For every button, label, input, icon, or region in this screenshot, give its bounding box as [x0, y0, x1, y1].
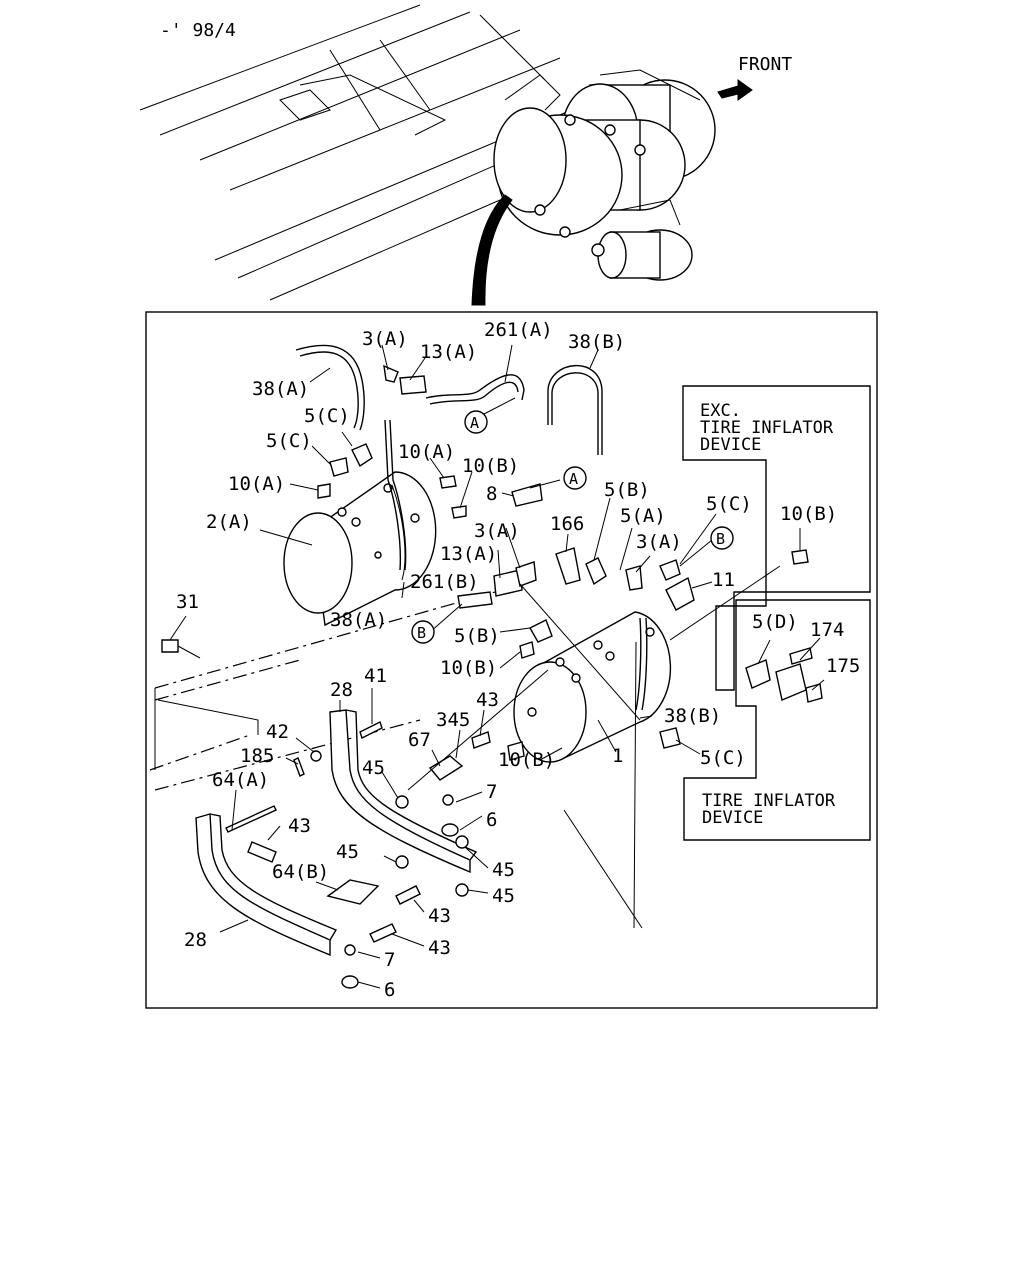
part-labels: 3(A) 13(A) 261(A) 38(B) 38(A) 5(C) 5(C) …	[176, 319, 860, 1001]
circle-a-top: A	[464, 410, 488, 434]
part-label: 5(C)	[266, 430, 312, 452]
part-label: 38(B)	[664, 705, 721, 727]
part-label: 10(B)	[780, 503, 837, 525]
tank-2a	[283, 471, 437, 627]
tire-box-line1: TIRE INFLATOR	[702, 791, 836, 811]
part-label: 43	[288, 815, 311, 837]
circle-b-left: B	[411, 620, 435, 644]
part-label: 10(B)	[462, 455, 519, 477]
part-label: 42	[266, 721, 289, 743]
part-label: 38(A)	[330, 609, 387, 631]
exc-box-outline	[682, 385, 871, 691]
svg-text:B: B	[417, 624, 426, 642]
part-label: 7	[486, 781, 497, 803]
part-label: 3(A)	[362, 328, 408, 350]
part-label: 10(A)	[228, 473, 285, 495]
hoses	[295, 344, 648, 711]
exc-box-line3: DEVICE	[700, 435, 761, 455]
part-label: 10(A)	[398, 441, 455, 463]
frame-overview	[139, 4, 611, 301]
part-label: 45	[492, 859, 515, 881]
part-label: 5(B)	[454, 625, 500, 647]
part-label: 5(C)	[304, 405, 350, 427]
part-label: 38(B)	[568, 331, 625, 353]
part-label: 43	[428, 905, 451, 927]
leader-lines	[169, 344, 825, 989]
part-label: 13(A)	[440, 543, 497, 565]
part-label: 64(B)	[272, 861, 329, 883]
part-label: 11	[712, 569, 735, 591]
part-label: 166	[550, 513, 584, 535]
fittings	[161, 364, 823, 761]
part-label: 28	[184, 929, 207, 951]
circle-a-mid: A	[563, 466, 587, 490]
svg-text:A: A	[569, 470, 578, 488]
part-label: 5(A)	[620, 505, 666, 527]
part-label: 1	[612, 745, 623, 767]
part-label: 41	[364, 665, 387, 687]
part-label: 5(D)	[752, 611, 798, 633]
part-label: 3(A)	[636, 531, 682, 553]
part-label: 43	[476, 689, 499, 711]
part-label: 45	[336, 841, 359, 863]
front-arrow-icon	[717, 79, 753, 101]
part-label: 38(A)	[252, 378, 309, 400]
detail-frame	[145, 311, 878, 1009]
part-label: 261(A)	[484, 319, 553, 341]
part-label: 10(B)	[440, 657, 497, 679]
part-label: 2(A)	[206, 511, 252, 533]
exc-box-line1: EXC.	[700, 401, 741, 421]
tank-1	[513, 611, 672, 763]
part-label: 5(C)	[706, 493, 752, 515]
tire-box-outline	[683, 599, 871, 841]
part-label: 175	[826, 655, 860, 677]
part-label: 6	[384, 979, 395, 1001]
part-label: 185	[240, 745, 274, 767]
part-label: 45	[362, 757, 385, 779]
exc-box-line2: TIRE INFLATOR	[700, 418, 834, 438]
part-label: 345	[436, 709, 470, 731]
part-label: 31	[176, 591, 199, 613]
hardware	[247, 731, 491, 989]
detail-leader	[471, 194, 513, 306]
part-label: 5(B)	[604, 479, 650, 501]
part-label: 261(B)	[410, 571, 479, 593]
circle-b-right: B	[710, 526, 734, 550]
date-code: -' 98/4	[160, 20, 236, 41]
svg-text:A: A	[470, 414, 479, 432]
brackets	[195, 709, 478, 957]
part-label: 5(C)	[700, 747, 746, 769]
part-label: 45	[492, 885, 515, 907]
part-label: 67	[408, 729, 431, 751]
part-label: 8	[486, 483, 497, 505]
part-label: 43	[428, 937, 451, 959]
svg-text:B: B	[716, 530, 725, 548]
overview-tank-assembly	[493, 69, 716, 281]
front-label: FRONT	[738, 54, 792, 75]
part-label: 10(B)	[498, 749, 555, 771]
part-label: 7	[384, 949, 395, 971]
part-label: 3(A)	[474, 520, 520, 542]
tire-box-line2: DEVICE	[702, 808, 763, 828]
part-label: 64(A)	[212, 769, 269, 791]
part-label: 13(A)	[420, 341, 477, 363]
part-label: 28	[330, 679, 353, 701]
part-label: 6	[486, 809, 497, 831]
part-label: 174	[810, 619, 844, 641]
